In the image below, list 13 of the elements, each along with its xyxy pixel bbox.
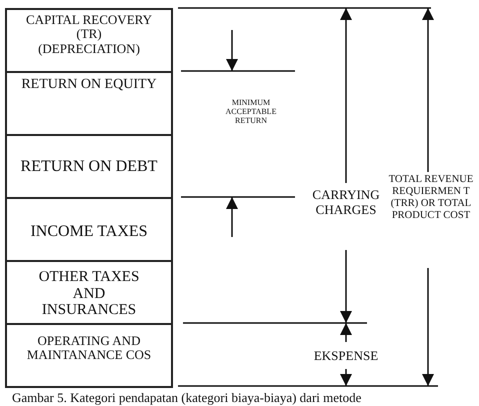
figure-caption: Gambar 5. Kategori pendapatan (kategori biaya-biaya) dari metode [12, 390, 362, 406]
category-box [5, 260, 173, 325]
category-box [5, 134, 173, 199]
category-label: RETURN ON EQUITY [20, 77, 158, 94]
category-label: CAPITAL RECOVERY (TR) (DEPRECIATION) [25, 13, 153, 58]
category-label: RETURN ON DEBT [20, 158, 158, 177]
category-label: OTHER TAXES AND INSURANCES [38, 269, 140, 320]
category-label: INCOME TAXES [29, 223, 149, 242]
category-label: OPERATING AND MAINTANANCE COS [26, 334, 152, 364]
category-box [5, 8, 173, 73]
category-box [5, 323, 173, 388]
category-box [5, 71, 173, 136]
category-box [5, 197, 173, 262]
